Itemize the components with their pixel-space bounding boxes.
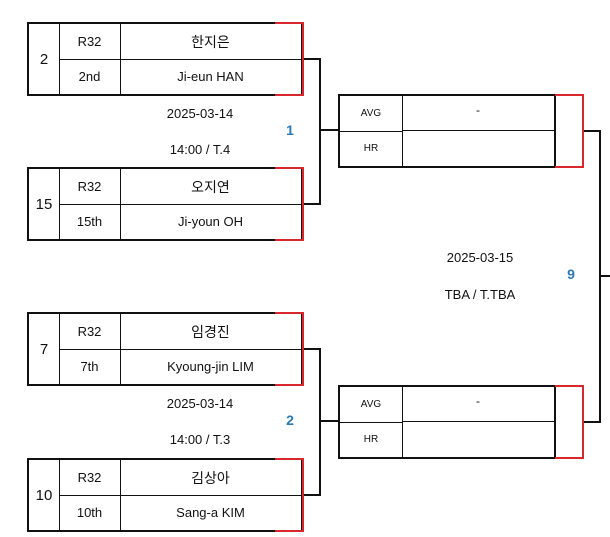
bracket-line [584,130,600,132]
round-label: R32 [59,24,121,60]
round-label: R32 [59,169,121,205]
player-card-2[interactable]: 15 R32 15th 오지연 Ji-youn OH [27,167,303,241]
player-name-korean: 오지연 [120,169,301,205]
rank-label: 10th [59,495,121,530]
avg-value: - [402,387,554,422]
hr-label: HR [340,422,403,457]
bracket-line [319,58,321,205]
player-card-1[interactable]: 2 R32 2nd 한지은 Ji-eun HAN [27,22,303,96]
match-number: 2 [286,412,294,428]
score-box [275,167,304,241]
rank-label: 7th [59,349,121,384]
player-name-english: Kyoung-jin LIM [167,359,254,374]
match-time-table: 14:00 / T.3 [169,432,231,447]
player-name-korean: 임경진 [120,314,301,350]
player-name-korean: 김상아 [120,460,301,496]
avg-label: AVG [340,96,403,132]
match-number: 1 [286,122,294,138]
avg-value: - [402,96,554,131]
hr-value [402,422,554,457]
bracket-line [304,58,320,60]
rank-label: 15th [59,204,121,239]
player-name-english: Sang-a KIM [176,505,245,520]
bracket-line [319,129,338,131]
rank-label: 2nd [59,59,121,94]
hr-label: HR [340,131,403,166]
player-name-english: Ji-youn OH [177,214,244,229]
score-box [275,312,304,386]
score-box [555,94,584,168]
round-label: R32 [59,314,121,350]
match-number: 9 [567,266,575,282]
next-round-slot-2[interactable]: AVG - HR [338,385,556,459]
bracket-line [304,348,320,350]
next-round-slot-1[interactable]: AVG - HR [338,94,556,168]
match-date: 2025-03-15 [446,250,514,265]
bracket-line [599,275,610,277]
match-date: 2025-03-14 [166,396,234,411]
hr-value [402,131,554,166]
seed-number: 10 [29,460,60,530]
player-name-english: Ji-eun HAN [177,69,244,84]
bracket-line [304,494,320,496]
bracket-line [304,203,320,205]
match-date: 2025-03-14 [166,106,234,121]
bracket-line [584,421,600,423]
player-card-4[interactable]: 10 R32 10th 김상아 Sang-a KIM [27,458,303,532]
player-card-3[interactable]: 7 R32 7th 임경진 Kyoung-jin LIM [27,312,303,386]
bracket-line [319,420,338,422]
seed-number: 2 [29,24,60,94]
score-box [275,458,304,532]
match-time-table: 14:00 / T.4 [169,142,231,157]
score-box [555,385,584,459]
round-label: R32 [59,460,121,496]
player-name-korean: 한지은 [120,24,301,60]
seed-number: 7 [29,314,60,384]
bracket-line [319,348,321,496]
avg-label: AVG [340,387,403,423]
match-time-table: TBA / T.TBA [444,287,516,302]
seed-number: 15 [29,169,60,239]
score-box [275,22,304,96]
